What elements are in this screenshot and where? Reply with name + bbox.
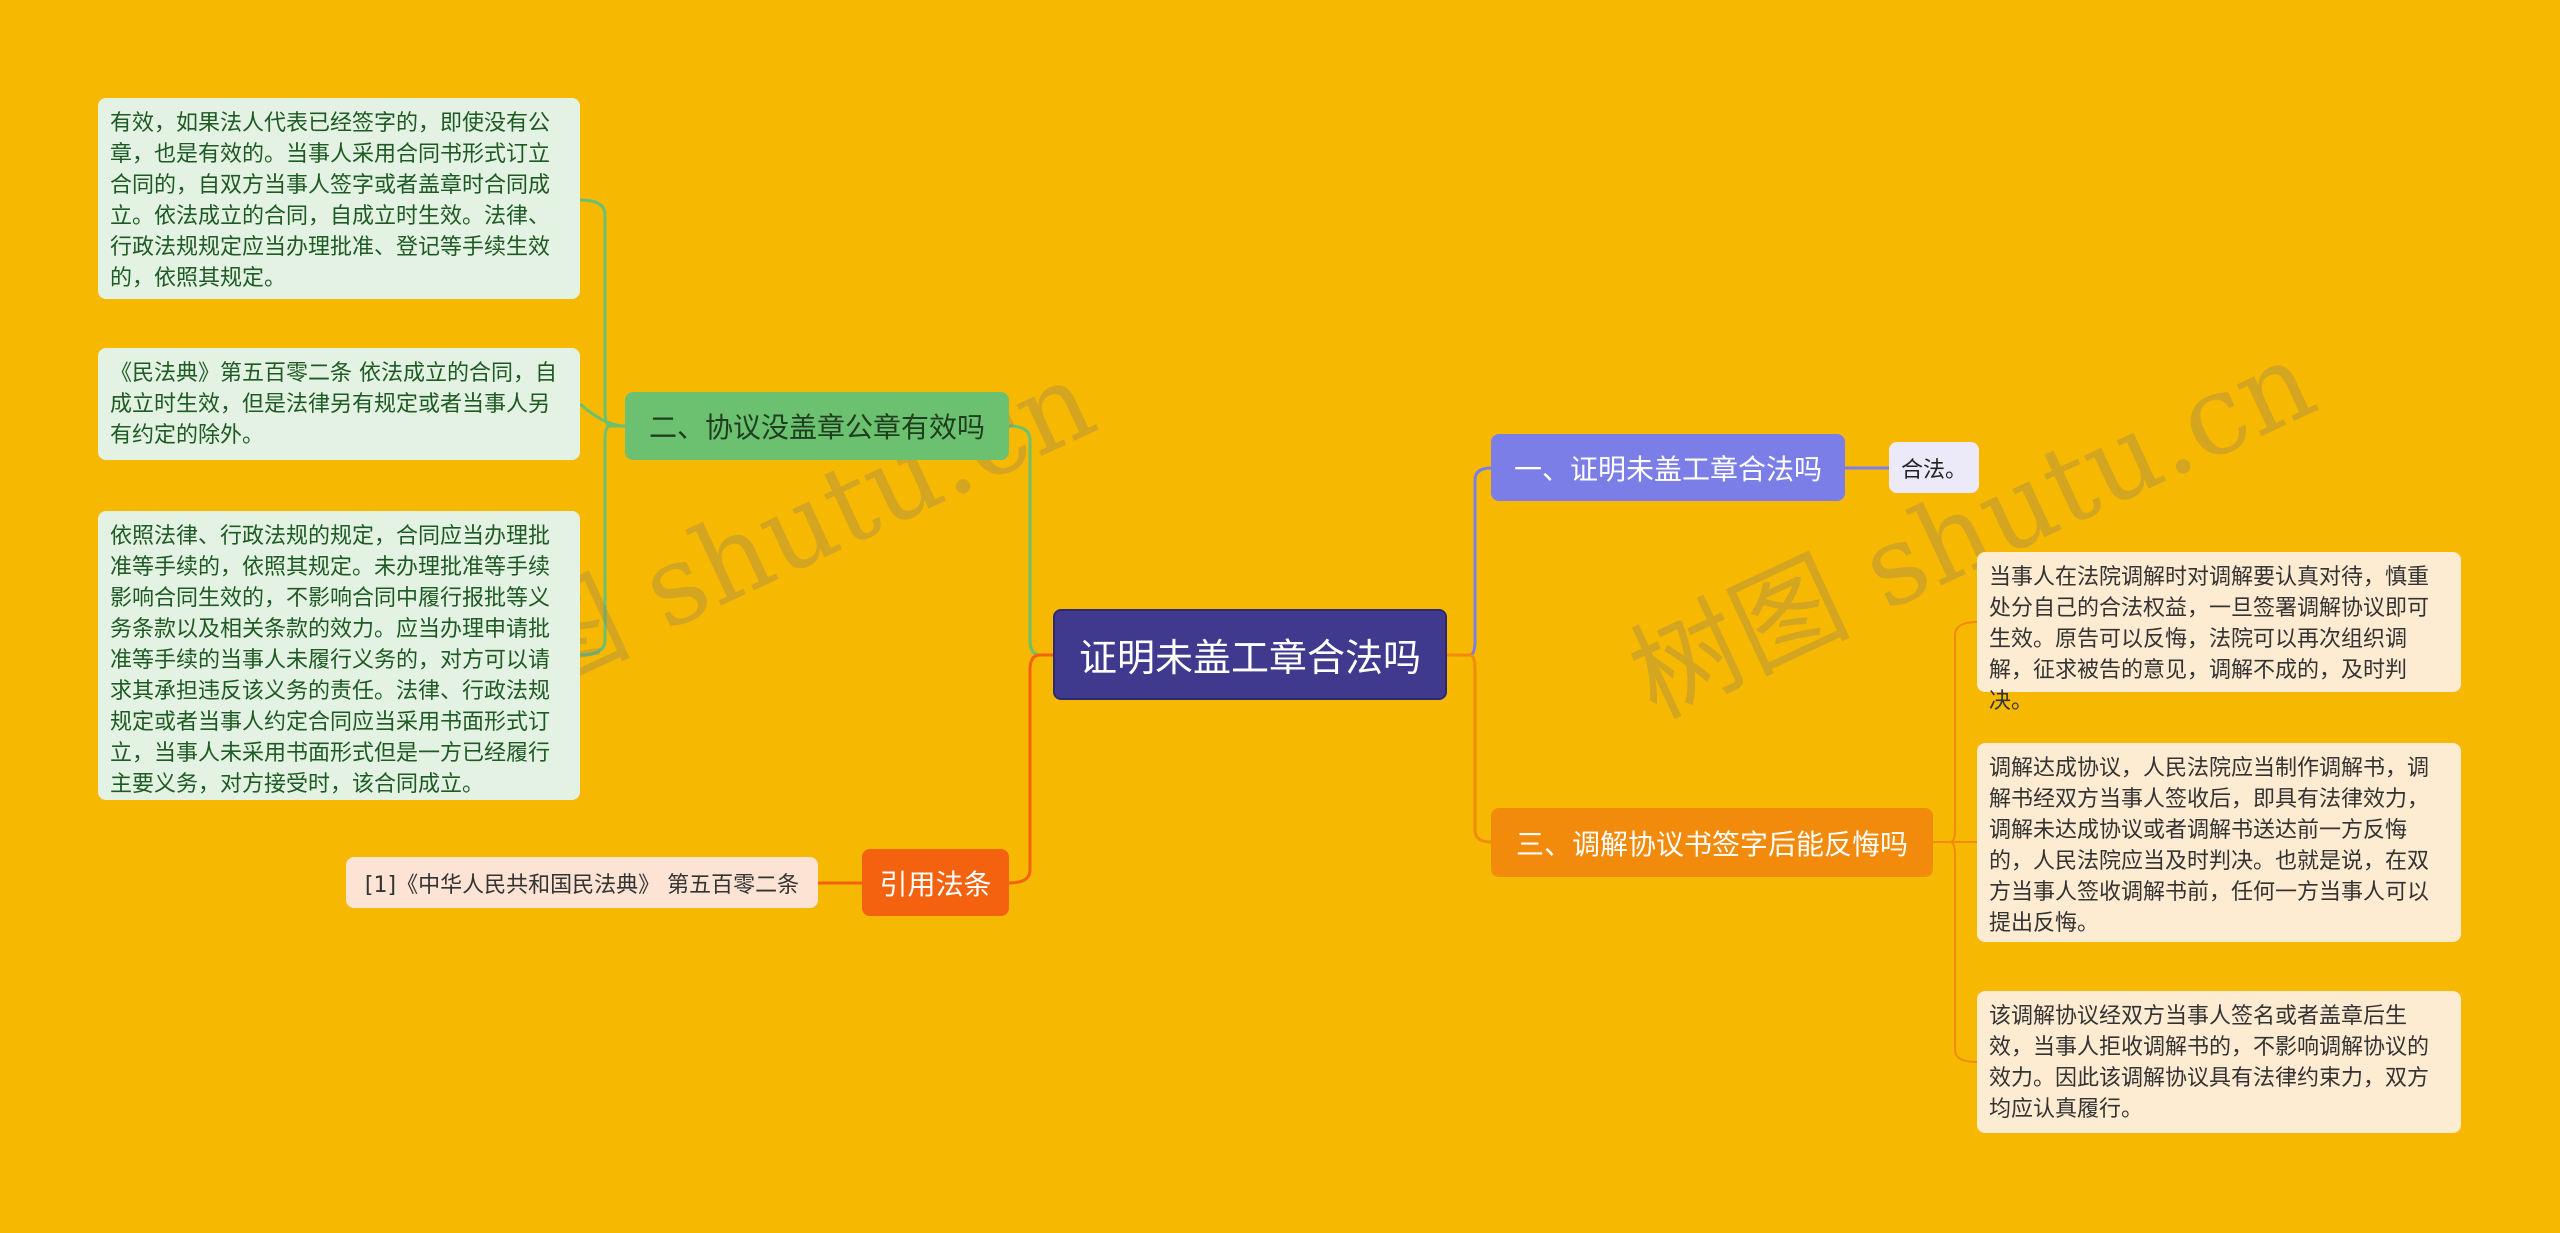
leaf-mediation-3[interactable]: 该调解协议经双方当事人签名或者盖章后生效，当事人拒收调解书的，不影响调解协议的效… — [1977, 991, 2461, 1133]
leaf-valid-3[interactable]: 依照法律、行政法规的规定，合同应当办理批准等手续的，依照其规定。未办理批准等手续… — [98, 511, 580, 800]
branch-mediation[interactable]: 三、调解协议书签字后能反悔吗 — [1491, 808, 1933, 877]
leaf-legal-answer[interactable]: 合法。 — [1889, 442, 1979, 493]
branch-references[interactable]: 引用法条 — [862, 849, 1009, 916]
leaf-mediation-1[interactable]: 当事人在法院调解时对调解要认真对待，慎重处分自己的合法权益，一旦签署调解协议即可… — [1977, 552, 2461, 714]
branch-legal[interactable]: 一、证明未盖工章合法吗 — [1491, 434, 1845, 501]
leaf-valid-2[interactable]: 《民法典》第五百零二条 依法成立的合同，自成立时生效，但是法律另有规定或者当事人… — [98, 348, 580, 460]
branch-agreement-valid[interactable]: 二、协议没盖章公章有效吗 — [625, 392, 1009, 460]
leaf-mediation-2[interactable]: 调解达成协议，人民法院应当制作调解书，调解书经双方当事人签收后，即具有法律效力，… — [1977, 743, 2461, 942]
root-topic[interactable]: 证明未盖工章合法吗 — [1053, 609, 1447, 700]
leaf-valid-1[interactable]: 有效，如果法人代表已经签字的，即使没有公章，也是有效的。当事人采用合同书形式订立… — [98, 98, 580, 299]
leaf-reference-1[interactable]: [1]《中华人民共和国民法典》 第五百零二条 — [346, 857, 818, 908]
